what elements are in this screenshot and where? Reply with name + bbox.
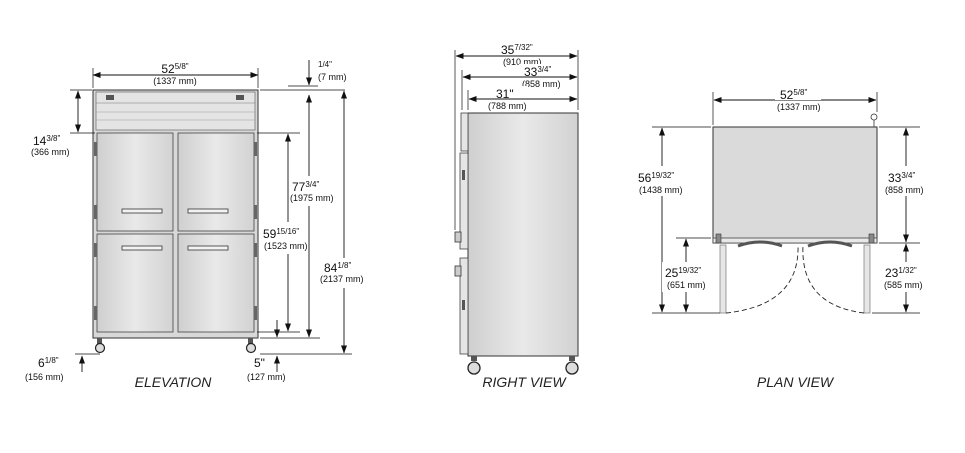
plan-swing-left-mm: (651 mm) — [667, 280, 706, 290]
top-gap-mm: (7 mm) — [318, 72, 347, 82]
plan-view: 525/8" (1337 mm) 5619/32" (1438 mm) 2519… — [635, 88, 930, 390]
depth-overall-label: 357/32" — [501, 43, 533, 57]
depth-body-label: 31" — [496, 87, 514, 101]
depth-mid-label: 333/4" — [524, 65, 551, 79]
cabinet-top — [712, 126, 878, 244]
caster-right — [245, 338, 257, 354]
handle-plan — [807, 240, 853, 248]
handle-profile — [454, 231, 462, 243]
door-front-edge — [712, 237, 878, 244]
elevation-width-label: 525/8" — [161, 62, 188, 76]
handle-profile — [454, 265, 462, 277]
plan-swing-right-mm: (585 mm) — [884, 280, 923, 290]
door-handle — [187, 208, 229, 214]
caster-left-mm: (156 mm) — [25, 372, 64, 382]
upper-section-label: 143/8" — [33, 134, 60, 148]
plan-depth-total-label: 5619/32" — [638, 171, 674, 185]
right-view-caption: RIGHT VIEW — [482, 374, 567, 390]
door-handle — [121, 245, 163, 251]
door-handle — [187, 245, 229, 251]
plan-depth-cabinet-label: 333/4" — [888, 171, 915, 185]
right-view: 357/32" (910 mm) 333/4" (858 mm) 31" (78… — [454, 40, 579, 390]
door-open-right — [863, 244, 871, 314]
plan-width-label: 525/8" — [780, 88, 807, 102]
plan-swing-right-label: 231/32" — [885, 266, 917, 280]
caster-right-label: 5" — [254, 356, 265, 370]
top-louver-panel — [95, 91, 256, 131]
upper-section-mm: (366 mm) — [31, 147, 70, 157]
depth-overall-mm: (910 mm) — [503, 57, 542, 67]
depth-mid-mm: (858 mm) — [522, 79, 561, 89]
body-height-label: 773/4" — [292, 180, 319, 194]
plan-swing-left-label: 2519/32" — [665, 266, 701, 280]
body-height-mm: (1975 mm) — [290, 193, 334, 203]
door-height-mm: (1523 mm) — [264, 241, 308, 251]
elevation-view: 525/8" (1337 mm) 1/4" (7 mm) 143/8" (366… — [25, 60, 370, 390]
caster-right-mm: (127 mm) — [247, 372, 286, 382]
overall-height-mm: (2137 mm) — [320, 274, 364, 284]
door-upper-left — [96, 132, 174, 232]
caster-left-label: 61/8" — [38, 356, 59, 370]
plan-depth-cabinet-mm: (858 mm) — [885, 185, 924, 195]
handle-plan — [737, 240, 783, 248]
door-handle — [121, 208, 163, 214]
door-upper-right — [177, 132, 255, 232]
elevation-width-mm: (1337 mm) — [153, 76, 197, 86]
door-open-left — [719, 244, 727, 314]
caster-left — [94, 338, 106, 354]
door-height-label: 5915/16" — [263, 227, 299, 241]
cabinet-side — [467, 112, 579, 357]
fitting-icon — [870, 113, 878, 121]
plan-width-mm: (1337 mm) — [777, 102, 821, 112]
caster-front — [467, 356, 481, 375]
top-gap-label: 1/4" — [318, 60, 332, 69]
plan-view-caption: PLAN VIEW — [757, 374, 835, 390]
door-profile-upper — [459, 152, 469, 250]
elevation-caption: ELEVATION — [135, 374, 213, 390]
door-swing-arc-right — [802, 244, 865, 314]
plan-depth-total-mm: (1438 mm) — [639, 185, 683, 195]
door-swing-arc-left — [725, 244, 799, 314]
depth-body-mm: (788 mm) — [488, 101, 527, 111]
overall-height-label: 841/8" — [324, 261, 351, 275]
caster-rear — [565, 356, 579, 375]
